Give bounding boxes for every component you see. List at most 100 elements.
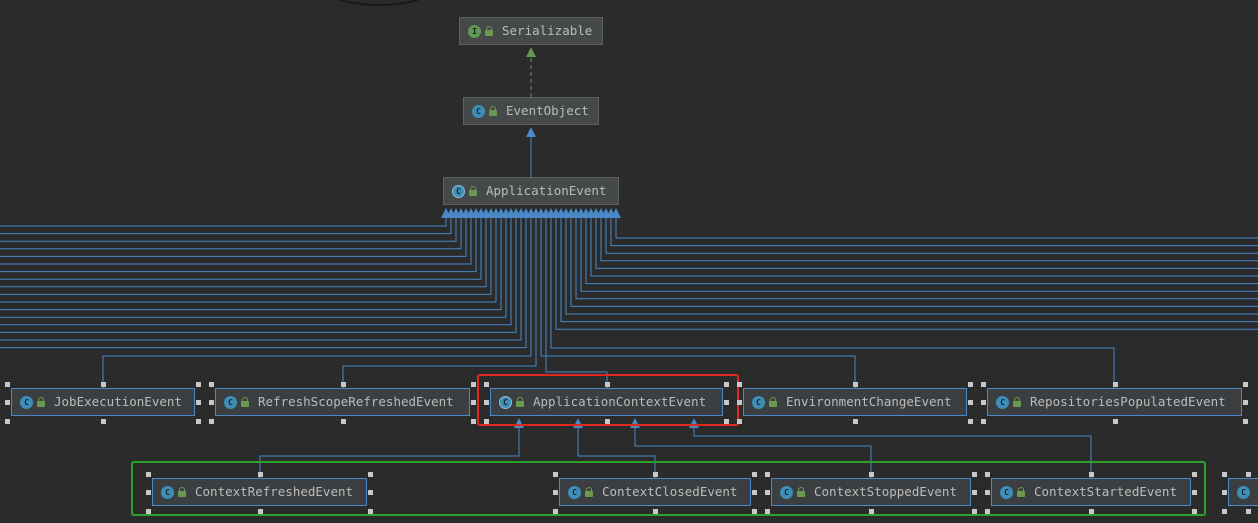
resize-handle[interactable] — [752, 509, 757, 514]
resize-handle[interactable] — [553, 472, 558, 477]
resize-handle[interactable] — [553, 509, 558, 514]
resize-handle[interactable] — [985, 490, 990, 495]
resize-handle[interactable] — [209, 400, 214, 405]
resize-handle[interactable] — [484, 400, 489, 405]
resize-handle[interactable] — [981, 382, 986, 387]
resize-handle[interactable] — [737, 382, 742, 387]
resize-handle[interactable] — [1243, 400, 1248, 405]
resize-handle[interactable] — [209, 382, 214, 387]
resize-handle[interactable] — [101, 419, 106, 424]
resize-handle[interactable] — [653, 509, 658, 514]
resize-handle[interactable] — [981, 419, 986, 424]
resize-handle[interactable] — [1246, 472, 1251, 477]
resize-handle[interactable] — [257, 472, 263, 477]
resize-handle[interactable] — [737, 419, 742, 424]
resize-handle[interactable] — [604, 419, 610, 424]
resize-handle[interactable] — [972, 509, 977, 514]
node-contextstoppedevent[interactable]: C ContextStoppedEvent — [771, 478, 971, 506]
class-icon: C — [752, 395, 765, 409]
resize-handle[interactable] — [1222, 490, 1227, 495]
resize-handle[interactable] — [972, 490, 977, 495]
resize-handle[interactable] — [5, 419, 10, 424]
resize-handle[interactable] — [968, 400, 973, 405]
resize-handle[interactable] — [101, 382, 106, 387]
resize-handle[interactable] — [724, 400, 729, 405]
resize-handle[interactable] — [765, 490, 770, 495]
resize-handle[interactable] — [484, 419, 489, 424]
resize-handle[interactable] — [1243, 382, 1248, 387]
resize-handle[interactable] — [853, 382, 858, 387]
node-offscreen-partial[interactable]: C — [1228, 478, 1258, 506]
node-repositoriespopulatedevent[interactable]: C RepositoriesPopulatedEvent — [987, 388, 1242, 416]
resize-handle[interactable] — [724, 382, 729, 387]
resize-handle[interactable] — [1089, 509, 1094, 514]
resize-handle[interactable] — [1192, 472, 1197, 477]
lock-icon — [797, 486, 805, 497]
resize-handle[interactable] — [869, 509, 874, 514]
resize-handle[interactable] — [968, 419, 973, 424]
resize-handle[interactable] — [196, 400, 201, 405]
resize-handle[interactable] — [146, 472, 151, 477]
resize-handle[interactable] — [765, 509, 770, 514]
resize-handle[interactable] — [368, 490, 373, 495]
resize-handle[interactable] — [981, 400, 986, 405]
resize-handle[interactable] — [146, 509, 151, 514]
lock-icon — [37, 396, 45, 407]
resize-handle[interactable] — [1112, 382, 1118, 387]
resize-handle[interactable] — [869, 472, 874, 477]
node-environmentchangeevent[interactable]: C EnvironmentChangeEvent — [743, 388, 967, 416]
resize-handle[interactable] — [853, 419, 858, 424]
resize-handle[interactable] — [484, 382, 489, 387]
extends-edge — [0, 214, 502, 311]
node-eventobject[interactable]: C EventObject — [463, 97, 599, 125]
resize-handle[interactable] — [1243, 419, 1248, 424]
extends-edge — [0, 214, 472, 265]
resize-handle[interactable] — [1222, 472, 1227, 477]
node-contextclosedevent[interactable]: C ContextClosedEvent — [559, 478, 751, 506]
resize-handle[interactable] — [146, 490, 151, 495]
extends-edge — [0, 214, 527, 349]
node-label: ApplicationContextEvent — [533, 394, 707, 409]
resize-handle[interactable] — [340, 419, 346, 424]
resize-handle[interactable] — [196, 382, 201, 387]
lock-icon — [769, 396, 777, 407]
resize-handle[interactable] — [340, 382, 346, 387]
resize-handle[interactable] — [5, 382, 10, 387]
resize-handle[interactable] — [368, 509, 373, 514]
class-icon: C — [20, 395, 33, 409]
resize-handle[interactable] — [1112, 419, 1118, 424]
node-refreshscoperefreshedevent[interactable]: C RefreshScopeRefreshedEvent — [215, 388, 470, 416]
resize-handle[interactable] — [1192, 509, 1197, 514]
resize-handle[interactable] — [257, 509, 263, 514]
resize-handle[interactable] — [972, 472, 977, 477]
resize-handle[interactable] — [1246, 509, 1251, 514]
resize-handle[interactable] — [471, 382, 476, 387]
resize-handle[interactable] — [471, 419, 476, 424]
node-applicationcontextevent[interactable]: C ApplicationContextEvent — [490, 388, 723, 416]
node-applicationevent[interactable]: C ApplicationEvent — [443, 177, 619, 205]
resize-handle[interactable] — [1192, 490, 1197, 495]
resize-handle[interactable] — [1089, 472, 1094, 477]
resize-handle[interactable] — [765, 472, 770, 477]
resize-handle[interactable] — [604, 382, 610, 387]
resize-handle[interactable] — [196, 419, 201, 424]
resize-handle[interactable] — [968, 382, 973, 387]
resize-handle[interactable] — [737, 400, 742, 405]
node-serializable[interactable]: I Serializable — [459, 17, 603, 45]
resize-handle[interactable] — [553, 490, 558, 495]
node-contextrefreshedevent[interactable]: C ContextRefreshedEvent — [152, 478, 367, 506]
node-contextstartedevent[interactable]: C ContextStartedEvent — [991, 478, 1191, 506]
resize-handle[interactable] — [209, 419, 214, 424]
resize-handle[interactable] — [368, 472, 373, 477]
resize-handle[interactable] — [653, 472, 658, 477]
resize-handle[interactable] — [724, 419, 729, 424]
resize-handle[interactable] — [985, 472, 990, 477]
resize-handle[interactable] — [5, 400, 10, 405]
resize-handle[interactable] — [985, 509, 990, 514]
resize-handle[interactable] — [752, 472, 757, 477]
extends-edge — [693, 428, 1092, 478]
node-jobexecutionevent[interactable]: C JobExecutionEvent — [11, 388, 195, 416]
resize-handle[interactable] — [1222, 509, 1227, 514]
resize-handle[interactable] — [752, 490, 757, 495]
resize-handle[interactable] — [471, 400, 476, 405]
